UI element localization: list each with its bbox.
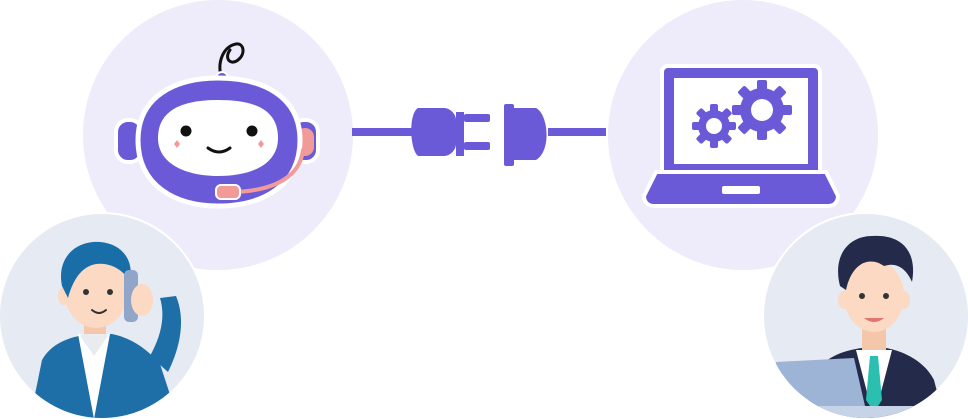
customer-phone-avatar — [30, 241, 182, 418]
robot-agent-icon — [114, 42, 320, 209]
small-gear-icon — [692, 104, 736, 148]
laptop-gears-icon — [641, 64, 841, 208]
large-gear-icon — [732, 80, 792, 140]
plug-connector-icon — [352, 104, 606, 166]
